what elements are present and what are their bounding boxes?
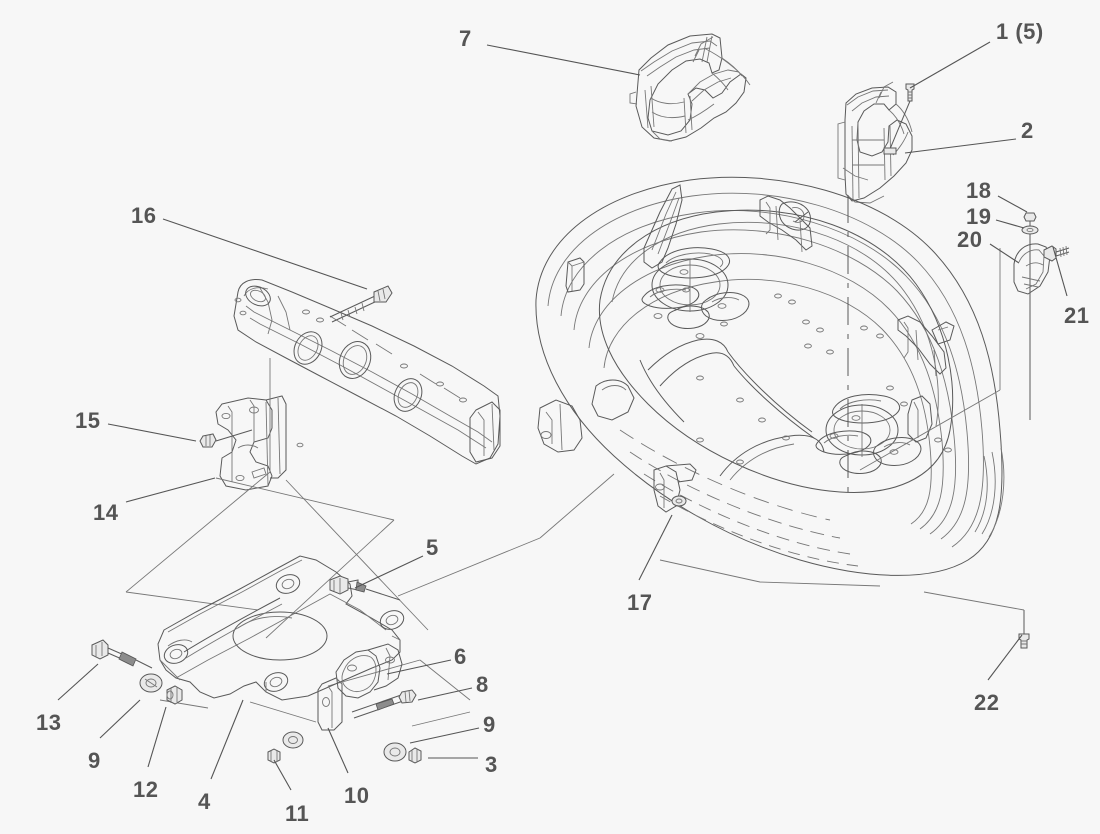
part-12-spacer <box>166 685 183 705</box>
leader-line-7 <box>486 44 641 76</box>
part-9a-washer <box>139 673 163 693</box>
leader-line-4 <box>210 699 244 780</box>
leader-line-8 <box>417 687 473 701</box>
part-6-pivot-bracket <box>317 643 403 731</box>
leader-line-9b <box>409 727 480 744</box>
leader-line-14 <box>125 477 216 503</box>
part-14-bracket <box>215 395 287 491</box>
leader-line-17 <box>638 514 673 581</box>
spindle-cutout-lower <box>815 394 922 474</box>
leader-line-15 <box>107 423 197 442</box>
callout-10: 10 <box>344 783 370 808</box>
callout-22: 22 <box>974 690 1000 715</box>
part-17-bolt <box>671 495 687 507</box>
part-10-washer <box>282 731 304 749</box>
callout-7: 7 <box>459 26 472 51</box>
callout-21: 21 <box>1064 303 1090 328</box>
part-16-arm-bracket <box>233 279 501 465</box>
leader-line-22 <box>987 634 1023 681</box>
callout-9a: 9 <box>88 748 101 773</box>
mower-deck-housing <box>535 176 1005 576</box>
leader-line-10 <box>327 727 349 774</box>
callout-19: 19 <box>966 204 992 229</box>
leader-line-6 <box>386 659 452 675</box>
callout-12: 12 <box>133 777 159 802</box>
part-8-rod <box>351 689 417 719</box>
leader-line-18 <box>997 195 1028 213</box>
callout-8: 8 <box>476 672 489 697</box>
part-2-baffle <box>837 81 913 204</box>
leader-line-19 <box>995 219 1025 229</box>
callout-5: 5 <box>426 535 439 560</box>
part-4-carrier-plate <box>157 555 405 701</box>
leader-line-2 <box>904 138 1017 154</box>
part-11-nut <box>267 748 281 764</box>
callout-11: 11 <box>285 801 310 826</box>
callout-14: 14 <box>93 500 119 525</box>
part-13-bolt <box>91 639 153 669</box>
callout-9b: 9 <box>483 712 496 737</box>
callout-20: 20 <box>957 227 983 252</box>
leader-line-16 <box>162 218 368 290</box>
callout-15: 15 <box>75 408 101 433</box>
part-9b-washer-part-3-nut <box>383 742 422 764</box>
part-1-screw <box>883 83 915 155</box>
spindle-cutout-upper <box>641 247 750 329</box>
leader-line-12 <box>147 706 167 768</box>
callout-16: 16 <box>131 203 157 228</box>
leader-line-5 <box>354 555 424 589</box>
leader-line-9a <box>99 699 141 739</box>
leader-line-20 <box>989 243 1020 264</box>
leader-line-1_5 <box>909 41 991 89</box>
part-5-shoulder-bolt <box>329 575 401 601</box>
part-22-bolt <box>1018 610 1030 649</box>
callout-4: 4 <box>198 789 211 814</box>
leader-line-21 <box>1052 246 1068 297</box>
leader-line-11 <box>273 759 292 791</box>
callout-17: 17 <box>627 590 653 615</box>
assembly-guide-lines <box>125 248 1025 727</box>
parts-18-19-20-21 <box>1013 212 1070 420</box>
part-7-baffle <box>629 33 751 142</box>
callout-6: 6 <box>454 644 467 669</box>
callout-3: 3 <box>485 752 498 777</box>
leader-line-13 <box>57 663 99 701</box>
part-15-bolt <box>199 429 253 448</box>
callout-1_5: 1 (5) <box>996 19 1044 44</box>
callout-18: 18 <box>966 178 992 203</box>
callout-13: 13 <box>36 710 62 735</box>
callout-2: 2 <box>1021 118 1034 143</box>
